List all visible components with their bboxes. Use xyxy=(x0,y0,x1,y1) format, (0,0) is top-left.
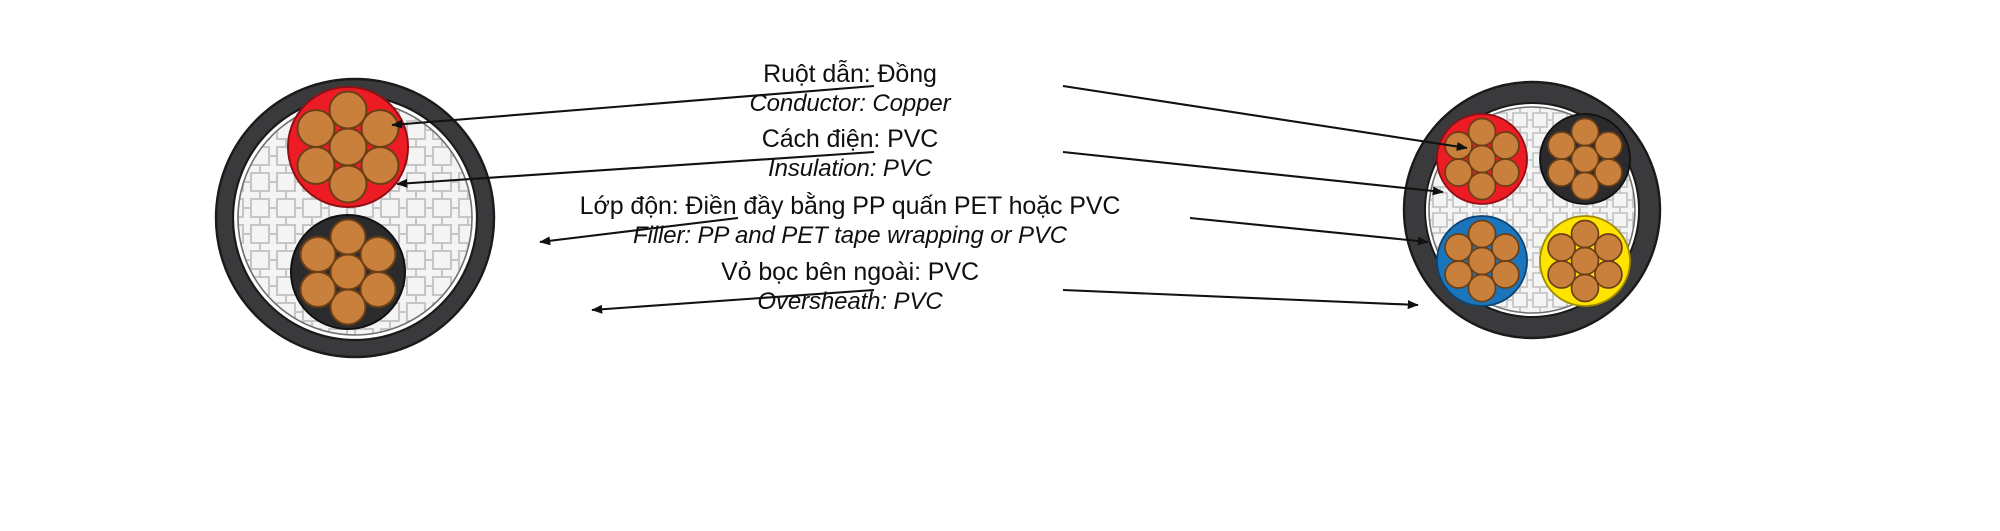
conductor-bundle-blue-right xyxy=(1444,219,1520,303)
leader-conductor-right xyxy=(1062,84,1468,151)
label-oversheath: Vỏ bọc bên ngoài: PVC Oversheath: PVC xyxy=(640,258,1060,316)
label-filler: Lớp độn: Điền đầy bằng PP quấn PET hoặc … xyxy=(520,192,1180,250)
label-oversheath-en: Oversheath: PVC xyxy=(757,287,943,315)
core-red-left xyxy=(287,86,409,208)
core-black-right xyxy=(1539,113,1631,205)
conductor-bundle-red-left xyxy=(296,90,400,204)
label-conductor-vi: Ruột dẫn: Đồng xyxy=(763,60,937,88)
conductor-bundle-yellow-right xyxy=(1547,219,1623,303)
core-red-right xyxy=(1436,113,1528,205)
core-black-left xyxy=(290,214,406,330)
cable-left xyxy=(214,77,496,359)
leader-oversheath-right xyxy=(1062,288,1419,310)
leader-oversheath-left xyxy=(591,288,875,314)
conductor-bundle-red-right xyxy=(1444,117,1520,201)
core-blue-right xyxy=(1436,215,1528,307)
label-filler-vi: Lớp độn: Điền đầy bằng PP quấn PET hoặc … xyxy=(579,192,1121,220)
leader-filler-right xyxy=(1189,216,1429,246)
leader-lines xyxy=(391,84,1468,314)
conductor-bundle-black-right xyxy=(1547,117,1623,201)
label-conductor: Ruột dẫn: Đồng Conductor: Copper xyxy=(640,60,1060,118)
conductor-bundle-black-left xyxy=(299,218,397,326)
label-filler-en: Filler: PP and PET tape wrapping or PVC xyxy=(632,221,1068,249)
leader-filler-left xyxy=(539,216,739,246)
label-insulation: Cách điện: PVC Insulation: PVC xyxy=(640,125,1060,183)
label-conductor-en: Conductor: Copper xyxy=(749,89,951,117)
label-insulation-vi: Cách điện: PVC xyxy=(761,125,939,153)
leader-insulation-left xyxy=(396,150,875,188)
leader-conductor-left xyxy=(391,84,875,129)
label-oversheath-vi: Vỏ bọc bên ngoài: PVC xyxy=(721,258,979,286)
label-insulation-en: Insulation: PVC xyxy=(768,154,932,182)
cable-right xyxy=(1402,80,1662,340)
core-yellow-right xyxy=(1539,215,1631,307)
leader-insulation-right xyxy=(1062,150,1444,196)
